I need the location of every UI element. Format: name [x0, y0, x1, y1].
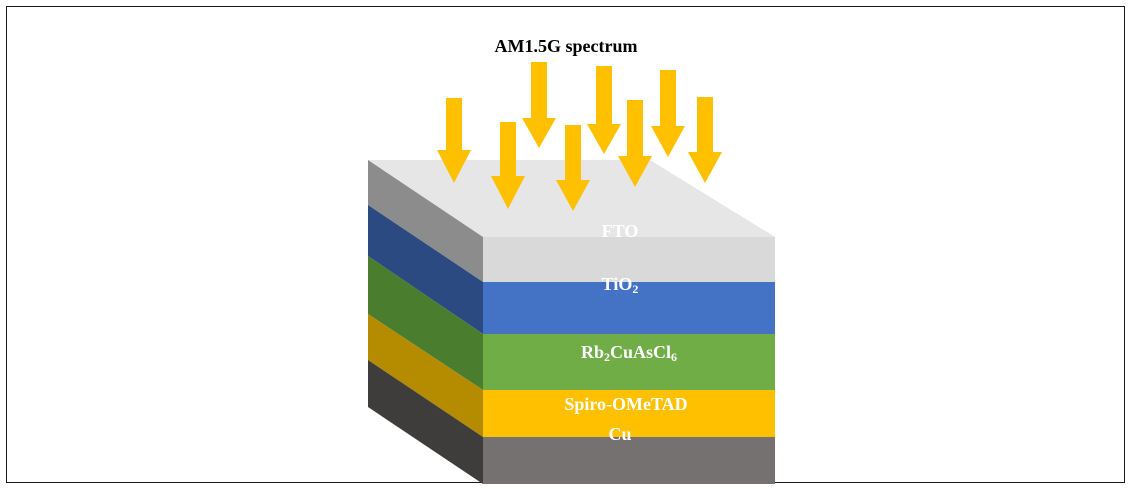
tio2-side-face — [368, 205, 483, 334]
tio2-label: TiO2 — [602, 274, 639, 296]
tio2-front-face — [483, 282, 775, 334]
spectrum-title: AM1.5G spectrum — [495, 36, 638, 56]
electrode-front-face — [483, 437, 775, 484]
electrode-label: Cu — [608, 424, 631, 444]
arrow-icon — [437, 98, 471, 183]
light-arrows — [437, 62, 722, 211]
fto-label: FTO — [602, 221, 639, 241]
absorber-label: Rb2CuAsCl6 — [581, 342, 677, 364]
arrow-icon — [618, 100, 652, 187]
arrow-icon — [688, 97, 722, 183]
htl-label: Spiro-OMeTAD — [564, 394, 687, 414]
absorber-side-face — [368, 256, 483, 390]
arrow-icon — [491, 122, 525, 209]
absorber-front-face — [483, 334, 775, 390]
arrow-icon — [587, 66, 621, 154]
arrow-icon — [556, 125, 590, 211]
htl-side-face — [368, 314, 483, 437]
fto-front-face — [483, 237, 775, 282]
arrow-icon — [651, 70, 685, 157]
fto-side-face — [368, 160, 483, 282]
htl-front-face — [483, 390, 775, 437]
electrode-side-face — [368, 360, 483, 484]
arrow-icon — [522, 62, 556, 148]
